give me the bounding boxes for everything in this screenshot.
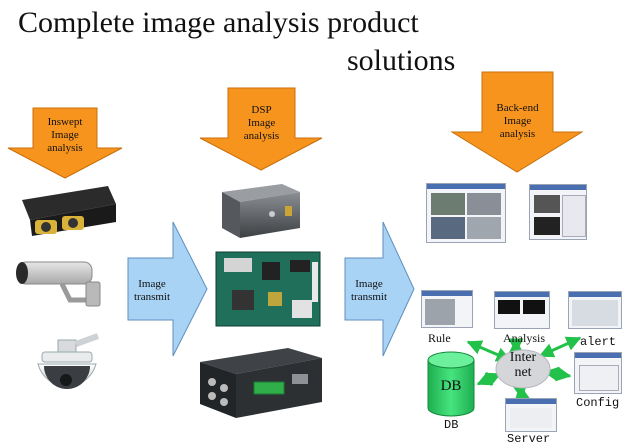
transmit-label-line: transmit [133,291,171,303]
stage-label-line: Image [51,129,79,141]
dome-camera-icon [37,333,100,389]
dsp-encoder-box-icon [200,348,322,418]
config-node-screenshot [574,352,622,394]
config-label: Config [576,396,620,410]
stage-arrow-dsp [199,87,323,171]
analysis-label: Analysis [503,331,545,345]
stage-arrow-backend [450,71,584,173]
transmit-arrow-1 [127,221,208,357]
server-label: Server [507,432,551,446]
dsp-box-icon [222,184,300,238]
transmit-label-1: Image transmit [130,278,174,304]
stage-label-dsp: DSP Image analysis [228,104,295,143]
transmit-label-line: Image [138,278,166,290]
stage-label-line: analysis [499,128,536,140]
internet-hub-line: Inter [509,350,537,365]
internet-hub-line: net [514,365,532,380]
rule-node-screenshot [421,290,473,328]
stereo-camera-icon [22,186,116,236]
transmit-label-line: Image [355,278,383,290]
bullet-camera-icon [16,261,101,307]
transmit-label-2: Image transmit [346,278,392,304]
stage-arrow-inswept [7,107,123,179]
stage-label-line: DSP [251,104,272,116]
stage-label-line: Inswept [47,116,83,128]
alert-label: alert [580,335,617,349]
database-caption: DB [444,418,459,432]
analysis-node-screenshot [494,291,550,329]
stage-label-line: analysis [47,142,83,154]
backend-software-screenshot-2 [529,184,587,240]
stage-label-line: analysis [243,130,280,142]
title-line-2: solutions [347,44,456,77]
title-line-1: Complete image analysis product [18,6,419,39]
alert-node-screenshot [568,291,622,329]
rule-label: Rule [428,331,451,345]
stage-label-backend: Back-end Image analysis [482,102,553,141]
stage-label-inswept: Inswept Image analysis [33,116,97,155]
transmit-label-line: transmit [350,291,388,303]
backend-software-screenshot-1 [426,183,506,243]
database-icon [427,351,475,417]
transmit-arrow-2 [344,221,415,357]
stage-label-line: Image [503,115,532,127]
dsp-circuit-board-icon [215,251,321,327]
stage-label-line: Back-end [496,102,539,114]
stage-label-line: Image [247,117,276,129]
database-label: DB [440,378,462,394]
internet-hub-label: Inter net [508,350,538,380]
server-node-screenshot [505,398,557,432]
internet-hub-icon [495,349,551,389]
